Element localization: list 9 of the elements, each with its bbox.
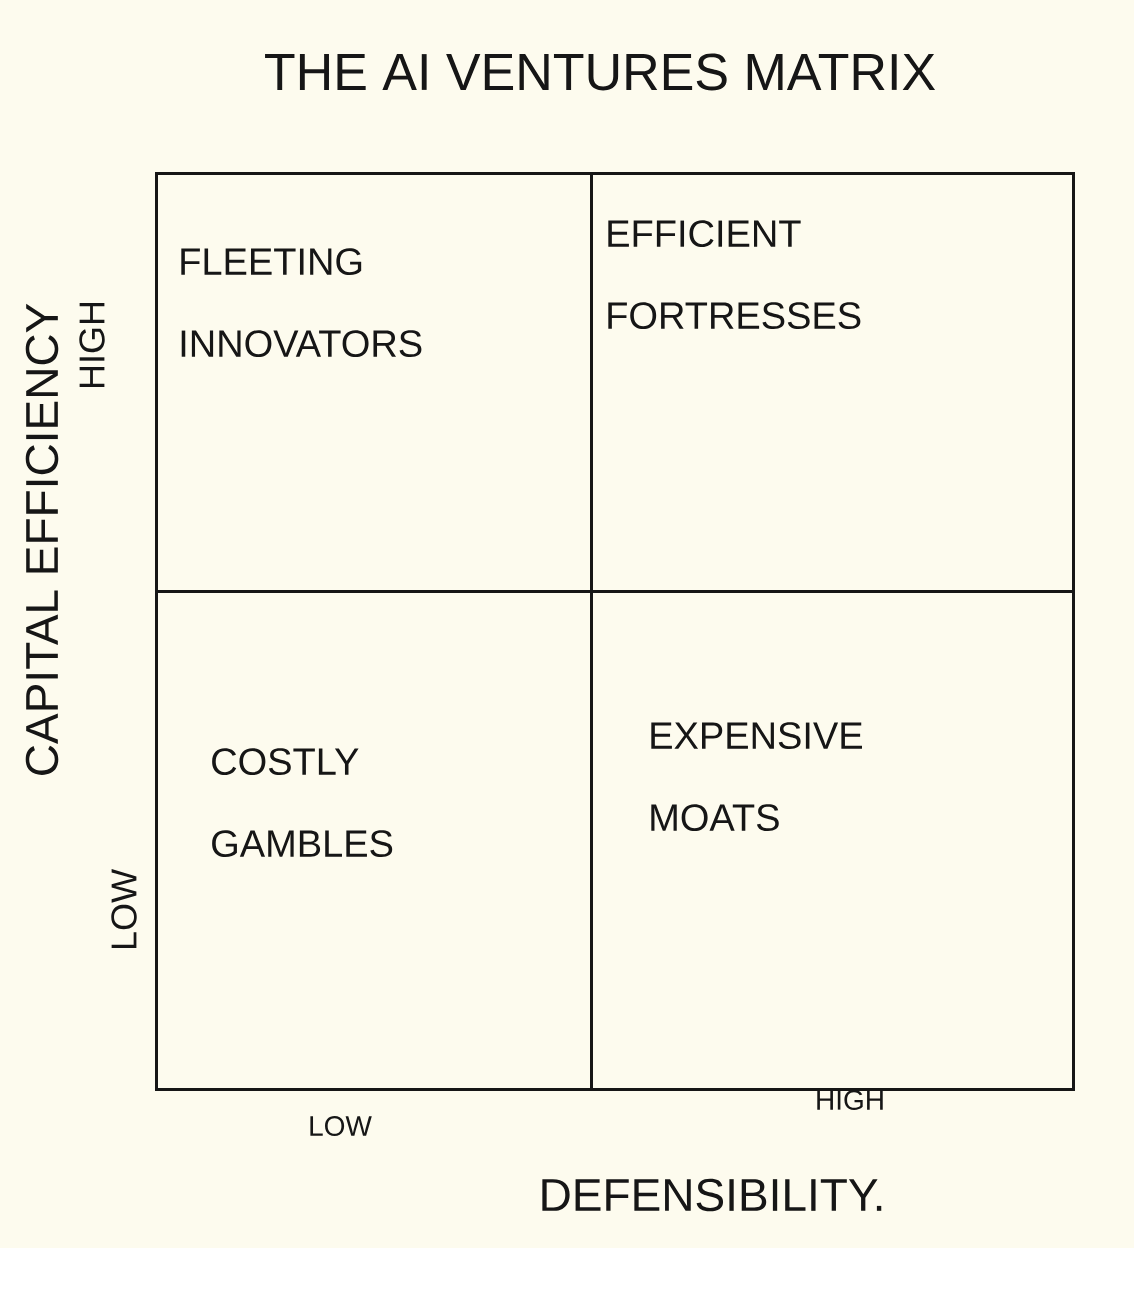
quadrant-box: FLEETING INNOVATORS: [155, 172, 593, 593]
quadrant-box: COSTLY GAMBLES: [155, 590, 593, 1091]
quadrant-box: EXPENSIVE MOATS: [590, 590, 1075, 1091]
title: THE AI VENTURES MATRIX: [265, 53, 936, 91]
quadrant-box: EFFICIENT FORTRESSES: [590, 172, 1075, 593]
axis-label: LOW: [310, 1116, 372, 1136]
axis-label: CAPITAL EFFICIENCY: [25, 303, 59, 775]
axis-label: DEFENSIBILITY.: [542, 1178, 882, 1212]
axis-label: HIGH: [79, 302, 105, 388]
